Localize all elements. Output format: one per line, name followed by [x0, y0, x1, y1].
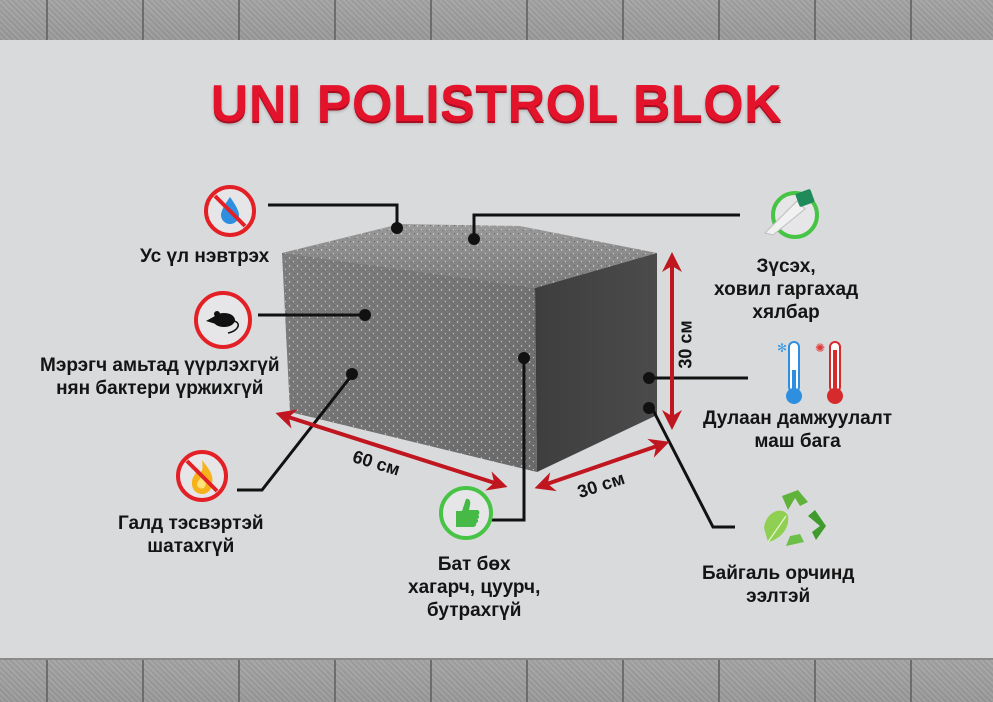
no-fire-icon: [176, 450, 228, 502]
no-water-icon: [204, 185, 256, 237]
feature-eco-label: Байгаль орчинд ээлтэй: [702, 563, 855, 607]
saw-icon: [764, 189, 819, 239]
svg-text:✻: ✻: [777, 341, 787, 355]
feature-thermal-label: Дулаан дамжуулалт маш бага: [703, 408, 893, 452]
feature-fire-label: Галд тэсвэртэй шатахгүй: [118, 513, 264, 557]
recycle-leaf-icon: [760, 486, 830, 552]
feature-pest-label: Мэрэгч амьтад үүрлэхгүй нян бактери үржи…: [40, 355, 280, 399]
thumbs-up-icon: [439, 486, 493, 540]
no-rodent-icon: [194, 291, 252, 349]
brick-wall-bottom: [0, 658, 993, 702]
poster-title: UNI POLISTROL BLOK: [210, 75, 783, 133]
feature-waterproof-label: Ус үл нэвтрэх: [140, 246, 270, 267]
feature-durable-label: Бат бөх хагарч, цуурч, бутрахгүй: [408, 554, 541, 621]
svg-text:✺: ✺: [815, 341, 825, 355]
dimension-height-label: 30 см: [675, 320, 696, 369]
feature-cutting-label: Зүсэх, ховил гаргахад хялбар: [714, 256, 859, 323]
thermometers-icon: ✻ ✺: [775, 338, 855, 408]
